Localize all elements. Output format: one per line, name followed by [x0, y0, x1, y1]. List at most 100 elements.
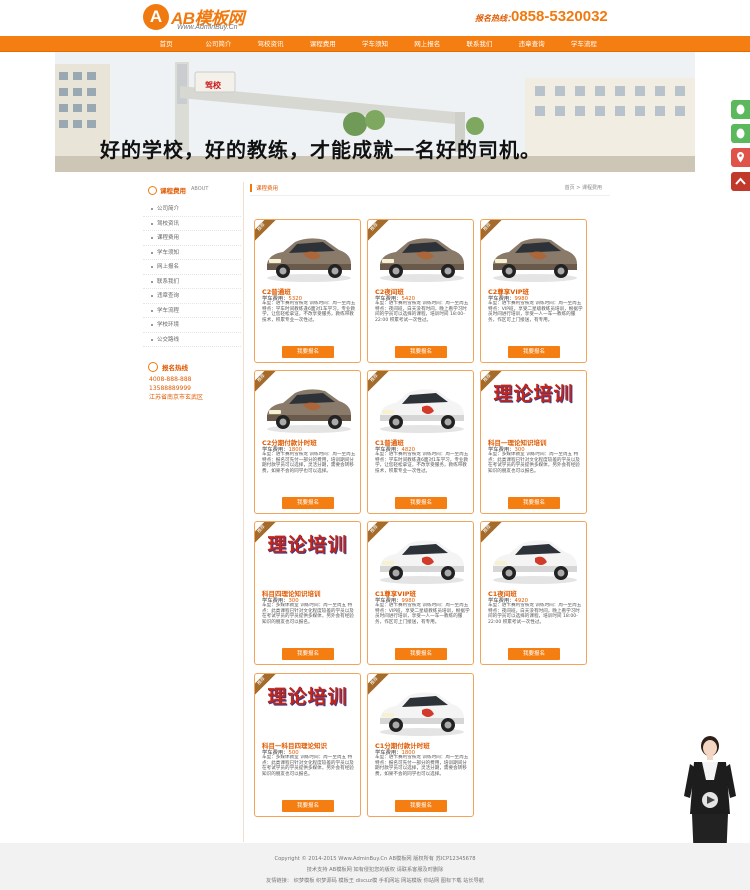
- sidebar-menu: 公司简介驾校资讯课程费用学车须知网上报名联系我们违章查询学车流程学校环境公交路线: [143, 202, 241, 347]
- course-title[interactable]: C1尊享VIP班: [375, 590, 417, 598]
- sidebar-item-8[interactable]: 学校环境: [143, 318, 241, 333]
- course-fee: 学车费用：9980: [488, 294, 528, 302]
- fee-value: 9980: [514, 296, 528, 302]
- nav-item-5[interactable]: 网上报名: [414, 40, 441, 48]
- banner-school-illustration: [55, 52, 695, 172]
- car-image: [380, 389, 464, 433]
- apply-button[interactable]: 我要报名: [282, 497, 334, 509]
- apply-button[interactable]: 我要报名: [508, 346, 560, 358]
- course-fee: 学车费用：300: [488, 445, 525, 453]
- course-title[interactable]: C1普通班: [375, 439, 404, 447]
- course-title[interactable]: C2分期付款计时班: [262, 439, 317, 447]
- header: A AB模板网 Www.AdminBuy.Cn 报名热线： 0858-53200…: [0, 0, 750, 36]
- car-image: [493, 238, 577, 282]
- course-title[interactable]: C1夜间班: [488, 590, 517, 598]
- course-title[interactable]: 科目一科目四理论知识: [262, 742, 327, 750]
- logo-text: AB模板网: [171, 9, 245, 28]
- course-description: 车型：多媒体教室 训练时间：周一至周五 特点：此类课程已针对文化程度较差的学员以…: [262, 603, 354, 625]
- fee-label: 学车费用：: [375, 447, 402, 453]
- sidebar-item-7[interactable]: 学车流程: [143, 304, 241, 318]
- phone-icon: [148, 362, 158, 372]
- apply-button[interactable]: 我要报名: [282, 800, 334, 812]
- car-image: [267, 238, 351, 282]
- apply-button[interactable]: 我要报名: [508, 648, 560, 660]
- hotline-number: 0858-5320032: [511, 8, 608, 25]
- course-fee: 学车费用：500: [262, 748, 299, 756]
- course-title[interactable]: C2夜间班: [375, 288, 404, 296]
- sidebar-item-1[interactable]: 驾校资讯: [143, 217, 241, 231]
- fee-value: 1800: [288, 447, 302, 453]
- sidebar-item-3[interactable]: 学车须知: [143, 246, 241, 260]
- contact-header: 报名热线: [143, 361, 241, 375]
- fee-value: 300: [514, 447, 525, 453]
- footer-friend-links[interactable]: 友情链接： 织梦模板 织梦源码 模板王 discuz模 手机网站 网站模板 你站…: [266, 878, 484, 884]
- nav-item-8[interactable]: 学车流程: [570, 40, 597, 48]
- nav-item-1[interactable]: 公司简介: [205, 40, 232, 48]
- course-fee: 学车费用：1800: [375, 748, 415, 756]
- sidebar-item-4[interactable]: 网上报名: [143, 260, 241, 275]
- sidebar-item-5[interactable]: 联系我们: [143, 275, 241, 289]
- fee-value: 4820: [401, 447, 415, 453]
- fee-value: 1800: [401, 750, 415, 756]
- course-description: 车型：进卡赛利雪铁龙 训练时间：周一至周五 特点：夜间班，白天没有时间，晚上看学…: [375, 301, 469, 323]
- course-fee: 学车费用：5420: [375, 294, 415, 302]
- nav-item-0[interactable]: 首页: [159, 40, 173, 48]
- chat-float-button[interactable]: [731, 124, 750, 143]
- sidebar-subtitle: ABOUT: [191, 185, 209, 192]
- apply-button[interactable]: 我要报名: [282, 346, 334, 358]
- course-title[interactable]: 科目四理论知识培训: [262, 590, 321, 598]
- apply-button[interactable]: 我要报名: [395, 800, 447, 812]
- nav-item-2[interactable]: 驾校资讯: [257, 40, 284, 48]
- course-description: 车型：进卡赛利雪铁龙 训练时间：周一至周五 特点：VIP班，享受二星级教练员培训…: [375, 603, 470, 625]
- sidebar-header-icon: [148, 186, 157, 195]
- course-description: 车型：进卡赛利雪铁龙 训练时间：周一至周五 特点：报名可先付一部分的费用，培训期…: [375, 755, 469, 777]
- apply-button[interactable]: 我要报名: [508, 497, 560, 509]
- sidebar: 课程费用 ABOUT 公司简介驾校资讯课程费用学车须知网上报名联系我们违章查询学…: [143, 184, 241, 402]
- course-title[interactable]: C2尊享VIP班: [488, 288, 530, 296]
- sidebar-item-6[interactable]: 违章查询: [143, 289, 241, 304]
- contact-phone-2: 13588889999: [149, 385, 191, 392]
- apply-button[interactable]: 我要报名: [282, 648, 334, 660]
- course-fee: 学车费用：5320: [262, 294, 302, 302]
- sidebar-item-2[interactable]: 课程费用: [143, 231, 241, 246]
- apply-button[interactable]: 我要报名: [395, 346, 447, 358]
- site-logo[interactable]: A AB模板网 Www.AdminBuy.Cn: [143, 4, 273, 34]
- theory-training-image: 理论培训: [493, 383, 574, 405]
- nav-item-3[interactable]: 课程费用: [309, 40, 336, 48]
- sidebar-item-0[interactable]: 公司简介: [143, 202, 241, 217]
- sidebar-header: 课程费用 ABOUT: [143, 184, 241, 198]
- nav-item-7[interactable]: 违章查询: [518, 40, 545, 48]
- course-title[interactable]: C1分期付款计时班: [375, 742, 430, 750]
- location-float-button[interactable]: [731, 148, 750, 167]
- nav-item-6[interactable]: 联系我们: [466, 40, 493, 48]
- banner-slogan: 好的学校，好的教练，才能成就一名好的司机。: [100, 138, 541, 162]
- car-image: [380, 238, 464, 282]
- sidebar-item-9[interactable]: 公交路线: [143, 333, 241, 347]
- apply-button[interactable]: 我要报名: [395, 648, 447, 660]
- fee-label: 学车费用：: [262, 447, 289, 453]
- nav-item-4[interactable]: 学车须知: [361, 40, 388, 48]
- course-title[interactable]: 科目一理论知识培训: [488, 439, 547, 447]
- course-title[interactable]: C2普通班: [262, 288, 291, 296]
- back-to-top-button[interactable]: [731, 172, 750, 191]
- apply-button[interactable]: 我要报名: [395, 497, 447, 509]
- car-image: [493, 540, 577, 584]
- contact-phone-1: 4008-888-888: [149, 376, 192, 383]
- sidebar-title: 课程费用: [160, 187, 186, 195]
- course-fee: 学车费用：4920: [488, 596, 528, 604]
- qq-float-button[interactable]: [731, 100, 750, 119]
- course-fee: 学车费用：300: [262, 596, 299, 604]
- breadcrumb[interactable]: 首页 > 课程费用: [564, 185, 602, 191]
